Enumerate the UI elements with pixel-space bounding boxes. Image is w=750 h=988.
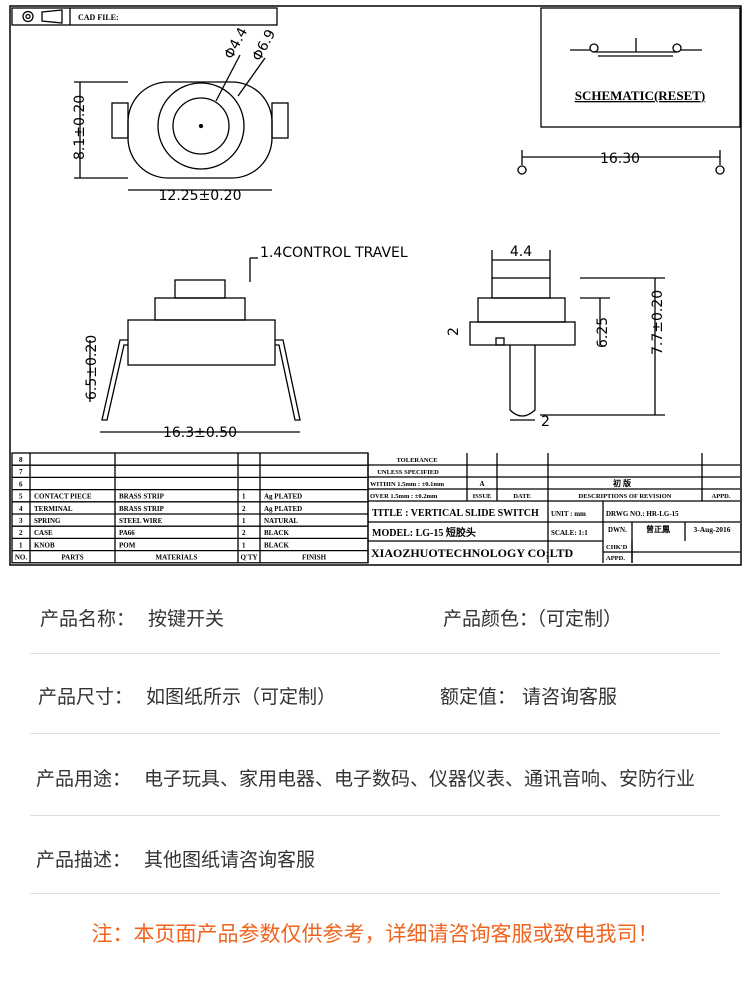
bom-cell: STEEL WIRE (119, 517, 163, 525)
bom-header: MATERIALS (156, 554, 198, 562)
bom-cell: BLACK (264, 529, 289, 537)
bom-cell: 5 (19, 493, 23, 501)
svg-text:6.5±0.20: 6.5±0.20 (84, 335, 100, 400)
bom-cell: BRASS STRIP (119, 493, 165, 501)
title-block-text: TITLE : VERTICAL SLIDE SWITCH (372, 508, 539, 519)
bom-cell: KNOB (34, 541, 55, 549)
svg-text:2: 2 (446, 327, 462, 336)
svg-text:7.7±0.20: 7.7±0.20 (650, 290, 666, 355)
bom-cell: POM (119, 541, 136, 549)
title-block-text: DESCRIPTIONS OF REVISION (579, 493, 672, 500)
spec-label: 产品用途： (36, 769, 132, 790)
bom-cell: Ag PLATED (264, 505, 302, 513)
bom-cell: 6 (19, 480, 23, 488)
title-block-text: 3-Aug-2016 (693, 525, 730, 534)
disclaimer-note: 注：本页面产品参数仅供参考，详细请咨询客服或致电我司！ (91, 923, 659, 946)
title-block-text: 曾正鳳 (646, 524, 670, 534)
title-block-text: APPD. (606, 555, 625, 562)
side-view: 4.4 2 6.25 7.7±0.20 2 (446, 244, 666, 430)
projection-icon (22, 10, 34, 23)
spec-value: 其他图纸请咨询客服 (144, 850, 316, 871)
title-block-text: WITHIN 1.5mm : ±0.1mm (370, 481, 445, 488)
bom-cell: CASE (34, 529, 53, 537)
schematic-box: SCHEMATIC(RESET) (540, 7, 741, 128)
bom-header: PARTS (61, 554, 83, 562)
divider (30, 733, 720, 734)
bom-cell: NATURAL (264, 517, 298, 525)
title-block-text: 初 版 (613, 478, 631, 488)
svg-text:8.1±0.20: 8.1±0.20 (72, 95, 88, 160)
bom-cell: PA66 (119, 529, 135, 537)
technical-drawing: CAD FILE: SCHEMATIC(RESET) 16.30 Φ4.4 Φ6… (9, 5, 742, 566)
spec-value: （可定制） (527, 609, 623, 630)
title-block-text: DRWG NO.: HR-LG-15 (606, 510, 679, 518)
spec-label: 产品描述： (36, 850, 132, 871)
svg-text:12.25±0.20: 12.25±0.20 (159, 188, 242, 204)
bill-of-materials: 8 7 6 5 CONTACT PIECE BRASS STRIP 1 Ag PLATED 4 T… (11, 452, 369, 564)
spec-label: 产品尺寸： (38, 687, 134, 708)
bom-cell: 2 (19, 529, 23, 537)
spec-value: 电子玩具、家用电器、电子数码、仪器仪表、通讯音响、安防行业 (144, 769, 696, 790)
spec-label: 产品颜色： (443, 609, 539, 630)
title-block-text: XIAOZHUOTECHNOLOGY CO;LTD (371, 546, 573, 560)
svg-text:1.4CONTROL TRAVEL: 1.4CONTROL TRAVEL (260, 245, 408, 261)
bom-cell: SPRING (34, 517, 61, 525)
svg-text:16.3±0.50: 16.3±0.50 (163, 425, 237, 441)
cad-file-box: CAD FILE: (11, 7, 278, 26)
bom-cell: 1 (242, 517, 246, 525)
schematic-label: SCHEMATIC(RESET) (575, 88, 706, 103)
spec-value: 请咨询客服 (522, 687, 618, 708)
divider (30, 815, 720, 816)
title-block-text: A (479, 480, 484, 488)
bom-cell: 7 (19, 468, 23, 476)
bom-cell: Ag PLATED (264, 493, 302, 501)
bom-cell: 2 (242, 505, 246, 513)
title-block-text: OVER 1.5mm : ±0.2mm (370, 493, 438, 500)
bom-header: NO. (15, 554, 28, 562)
cad-file-label: CAD FILE: (78, 13, 119, 22)
title-block: TOLERANCE UNLESS SPECIFIED WITHIN 1.5mm : … (367, 453, 740, 563)
drawing-frame (9, 5, 742, 566)
title-block-text: MODEL: LG-15 短胶头 (372, 526, 476, 539)
title-block-text: CHK'D (606, 544, 628, 551)
bom-header: Q'TY (240, 554, 257, 562)
title-block-text: DWN. (608, 526, 627, 534)
bom-cell: TERMINAL (34, 505, 73, 513)
bom-cell: 1 (19, 541, 23, 549)
bom-cell: 4 (19, 505, 23, 513)
title-block-text: ISSUE (473, 493, 492, 500)
svg-text:Φ4.4: Φ4.4 (221, 25, 251, 62)
title-block-text: SCALE: 1:1 (551, 529, 588, 537)
svg-text:6.25: 6.25 (595, 317, 611, 348)
bom-cell: 1 (242, 493, 246, 501)
bom-cell: CONTACT PIECE (34, 493, 92, 501)
bom-cell: 8 (19, 456, 23, 464)
divider (30, 653, 720, 654)
spec-value: 按键开关 (148, 609, 225, 630)
svg-text:2: 2 (541, 414, 550, 430)
front-view: 1.4CONTROL TRAVEL 6.5±0.20 16.3±0.50 (84, 245, 408, 441)
title-block-text: UNIT : mm (551, 510, 586, 518)
spec-label: 产品名称： (40, 609, 136, 630)
svg-text:4.4: 4.4 (510, 244, 532, 260)
title-block-text: TOLERANCE (396, 457, 437, 464)
title-block-text: UNLESS SPECIFIED (377, 469, 439, 476)
bom-cell: BLACK (264, 541, 289, 549)
svg-text:Φ6.9: Φ6.9 (249, 27, 279, 64)
bom-cell: 2 (242, 529, 246, 537)
svg-text:16.30: 16.30 (600, 151, 640, 167)
title-block-text: APPD. (712, 493, 731, 500)
spec-label: 额定值： (440, 687, 517, 708)
bom-cell: 1 (242, 541, 246, 549)
divider (30, 893, 720, 894)
bom-cell: BRASS STRIP (119, 505, 165, 513)
top-view: Φ4.4 Φ6.9 8.1±0.20 12.25±0.20 (72, 25, 289, 204)
spec-value: 如图纸所示（可定制） (146, 687, 337, 708)
bom-cell: 3 (19, 517, 23, 525)
pin-span-dimension: 16.30 (517, 150, 725, 175)
bom-header: FINISH (302, 554, 327, 562)
title-block-text: DATE (513, 493, 531, 500)
